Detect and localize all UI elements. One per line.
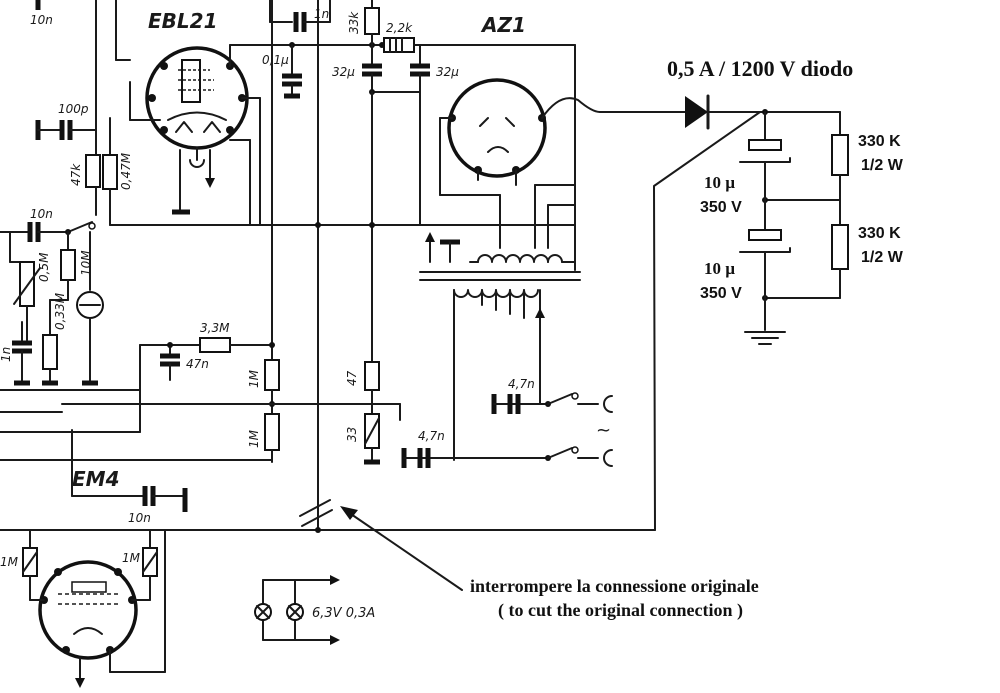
label-lamps: 6,3V 0,3A <box>312 606 375 621</box>
label-47n-a: 4,7n <box>508 377 535 391</box>
label-diode: 0,5 A / 1200 V diodo <box>667 56 853 81</box>
label-22k: 2,2k <box>386 21 413 35</box>
diode-1200v <box>685 94 841 130</box>
label-10n-em4: 10n <box>128 511 151 525</box>
label-100p: 100p <box>58 102 89 116</box>
label-47n: 47n <box>186 357 209 371</box>
resistor-33: 33 <box>345 413 380 465</box>
label-r-top-power: 1/2 W <box>861 157 904 174</box>
annotation-line1: interrompere la connessione originale <box>470 576 759 596</box>
resistor-033m: 0,33M <box>42 292 67 386</box>
label-47n-b: 4,7n <box>418 429 445 443</box>
label-1n-top: 1n <box>314 7 329 21</box>
power-transformer <box>419 232 581 461</box>
capacitor-10u-bottom <box>739 229 791 331</box>
label-c-bot-voltage: 350 V <box>700 285 742 302</box>
annotation-line2: ( to cut the original connection ) <box>498 600 743 621</box>
tube-label-em4: EM4 <box>72 467 119 491</box>
label-33m: 3,3M <box>200 321 230 335</box>
resistor-47: 47 <box>345 361 380 415</box>
capacitor-32u-b: 32µ <box>410 63 459 93</box>
ground-symbol <box>744 331 786 345</box>
capacitor-47n-b: 4,7n <box>401 429 445 468</box>
label-32u-b: 32µ <box>436 65 459 79</box>
resistor-33m: 3,3M <box>199 321 273 353</box>
label-r-bot-power: 1/2 W <box>861 249 904 266</box>
label-33: 33 <box>345 427 359 442</box>
label-r-bot-value: 330 K <box>858 225 901 242</box>
label-r-top-value: 330 K <box>858 133 901 150</box>
tube-label-az1: AZ1 <box>480 13 526 37</box>
resistor-33k: 33k <box>347 0 380 46</box>
resistor-330k-top <box>831 134 849 226</box>
tube-label-ebl21: EBL21 <box>148 9 217 33</box>
resistor-22k: 2,2k <box>383 21 415 53</box>
top-left-capacitor: 10n <box>30 0 53 27</box>
resistor-047m: 0,47M <box>102 117 133 226</box>
label-47: 47 <box>345 370 359 386</box>
label-05m: 0,5M <box>37 252 51 282</box>
label-1m-em4-l: 1M <box>0 555 19 569</box>
capacitor-1n-top: 1n <box>293 7 331 32</box>
tube-az1: AZ1 <box>447 13 547 178</box>
indicator-neon <box>76 231 104 386</box>
label-033m: 0,33M <box>53 292 67 330</box>
label-c-bot-value: 10 µ <box>704 259 735 278</box>
capacitor-10u-top <box>739 111 791 231</box>
label-33k: 33k <box>347 11 361 34</box>
label-47k: 47k <box>69 163 83 186</box>
label-1m-em4-r: 1M <box>122 551 141 565</box>
resistor-1m-a: 1M <box>247 359 280 415</box>
resistor-47k: 47k <box>69 129 101 216</box>
resistor-1m-em4-right: 1M <box>122 547 158 601</box>
pilot-lamps: 6,3V 0,3A <box>254 575 375 645</box>
label-32u-a: 32µ <box>332 65 355 79</box>
label-c-top-value: 10 µ <box>704 173 735 192</box>
capacitor-10n-em4: 10n <box>128 486 188 525</box>
capacitor-10n-grid: 10n <box>0 207 69 242</box>
tube-em4 <box>38 560 138 660</box>
cut-annotation: interrompere la connessione originale ( … <box>340 506 759 621</box>
potentiometer-05m: 0,5M <box>9 231 51 341</box>
resistor-1m-b: 1M <box>247 413 280 463</box>
cut-point <box>299 499 333 527</box>
label-01u: 0,1µ <box>262 53 289 67</box>
label-10n-top: 10n <box>30 13 53 27</box>
modification-circuit: 0,5 A / 1200 V diodo 330 K 1/2 W 330 K 1… <box>599 56 904 531</box>
label-c-top-voltage: 350 V <box>700 199 742 216</box>
label-ac: ~ <box>596 420 611 441</box>
tube-ebl21: EBL21 <box>145 9 249 150</box>
capacitor-32u-a: 32µ <box>332 44 382 93</box>
label-1n-left: 1n <box>0 347 13 362</box>
resistor-1m-em4-left: 1M <box>0 547 45 601</box>
capacitor-100p: 100p <box>35 102 97 140</box>
resistor-330k-bottom <box>831 224 849 299</box>
capacitor-47n: 47n <box>160 344 209 381</box>
label-10n-grid: 10n <box>30 207 53 221</box>
label-1m-a: 1M <box>247 369 261 388</box>
capacitor-01u: 0,1µ <box>262 44 302 99</box>
label-1m-b: 1M <box>247 429 261 448</box>
capacitor-1n-left: 1n <box>0 321 32 386</box>
capacitor-47n-a: 4,7n <box>491 377 535 414</box>
label-047m: 0,47M <box>119 152 133 190</box>
